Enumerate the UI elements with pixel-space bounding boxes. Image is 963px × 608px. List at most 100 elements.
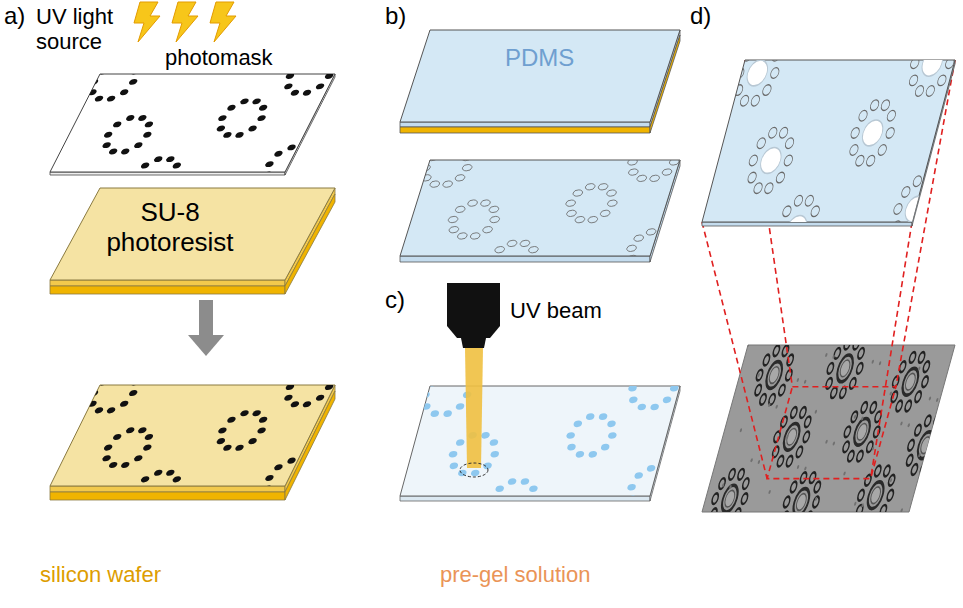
pattern-hole [519, 240, 530, 246]
pattern-dot [258, 105, 269, 111]
pillar-image [866, 442, 874, 453]
pattern-dot [153, 156, 164, 162]
hole-pattern-clip [702, 60, 955, 222]
pattern-dot [443, 410, 453, 417]
micrograph-speck [804, 467, 807, 471]
pattern-hole [893, 204, 904, 215]
pattern-hole [447, 216, 458, 222]
pillar-image [910, 464, 918, 475]
pattern-dot [222, 445, 233, 451]
pattern-dot [234, 132, 245, 138]
pattern-hole [494, 247, 505, 253]
pillar-image [740, 493, 748, 504]
pattern-dot [273, 151, 284, 157]
pattern-dot [273, 464, 284, 470]
pattern-hole [566, 210, 577, 216]
pillar-image [803, 416, 811, 427]
pillar-image [759, 394, 767, 405]
pattern-hole [923, 176, 934, 187]
pattern-hole [600, 210, 611, 216]
micrograph-speck [928, 396, 931, 400]
pattern-dot [256, 427, 267, 433]
pattern-dot [606, 421, 616, 428]
pillar-image [808, 472, 816, 483]
pillar-image [933, 416, 941, 427]
pattern-dot [528, 485, 538, 492]
pattern-hole [649, 175, 660, 181]
pattern-hole [885, 128, 896, 139]
pattern-dot [258, 417, 269, 423]
pattern-dot [251, 410, 262, 416]
panel-letter: b) [385, 2, 406, 30]
pattern-dot [634, 472, 644, 479]
pattern-dot [239, 410, 250, 416]
pattern-dot [256, 115, 267, 121]
pattern-hole [628, 169, 639, 175]
well-hole [744, 60, 770, 86]
pattern-dot [302, 90, 313, 96]
pattern-dot [324, 74, 335, 79]
pattern-hole [769, 68, 780, 79]
pdms-mold-side [400, 256, 650, 262]
pattern-dot [598, 413, 608, 420]
pattern-hole [784, 138, 795, 149]
pattern-dot [262, 486, 273, 487]
well-image [768, 367, 781, 384]
pattern-hole [442, 181, 453, 187]
panel-letter: c) [385, 286, 405, 314]
pattern-dot [133, 455, 144, 461]
pattern-dot [566, 432, 576, 439]
pillar-image [864, 475, 872, 486]
well-hole [902, 196, 928, 222]
patterned-wafer [50, 385, 335, 486]
panel-letter: a) [4, 2, 25, 30]
pattern-dot [108, 149, 119, 155]
objective-lens [461, 338, 486, 348]
well-image [904, 373, 917, 390]
pattern-hole [470, 233, 481, 239]
gel-substrate [400, 386, 680, 496]
well-image [838, 360, 851, 377]
pillar-image [883, 466, 891, 477]
pattern-hole [421, 175, 432, 181]
pattern-hole [849, 145, 860, 156]
wafer-label: silicon wafer [40, 562, 161, 587]
pillar-image [843, 426, 851, 437]
micrograph-speck [871, 447, 874, 451]
micrograph-speck [825, 440, 828, 444]
pillar-image [737, 469, 745, 480]
pattern-hole [855, 155, 866, 166]
patterned-wafer-side [50, 486, 285, 492]
pattern-dot [133, 142, 144, 148]
pattern-hole [461, 160, 472, 161]
pattern-dot [217, 427, 228, 433]
pattern-dot [289, 401, 300, 407]
pattern-dot [106, 407, 117, 413]
micrograph-speck [739, 428, 742, 432]
pattern-dot [315, 83, 326, 89]
pattern-dot [627, 386, 637, 392]
pillar-image [802, 432, 810, 443]
pattern-dot [120, 149, 131, 155]
pillar-image [919, 464, 927, 475]
pattern-dot [140, 476, 151, 482]
pattern-dot [129, 385, 140, 386]
pillar-image [776, 456, 784, 467]
pattern-hole [669, 160, 680, 165]
pillar-image [908, 352, 916, 363]
pillar-image [929, 455, 937, 466]
pattern-dot [94, 407, 105, 413]
pattern-hole [764, 183, 775, 194]
pattern-hole [667, 235, 678, 241]
pattern-hole [572, 190, 583, 196]
light-source-label: UV light source [36, 4, 128, 55]
well-image [795, 494, 808, 511]
pattern-dot [628, 397, 638, 404]
pattern-dot [128, 79, 139, 85]
pillar-image [755, 370, 763, 381]
pillar-image [772, 345, 780, 356]
pattern-hole [427, 160, 438, 161]
micrograph-speck [861, 416, 864, 420]
